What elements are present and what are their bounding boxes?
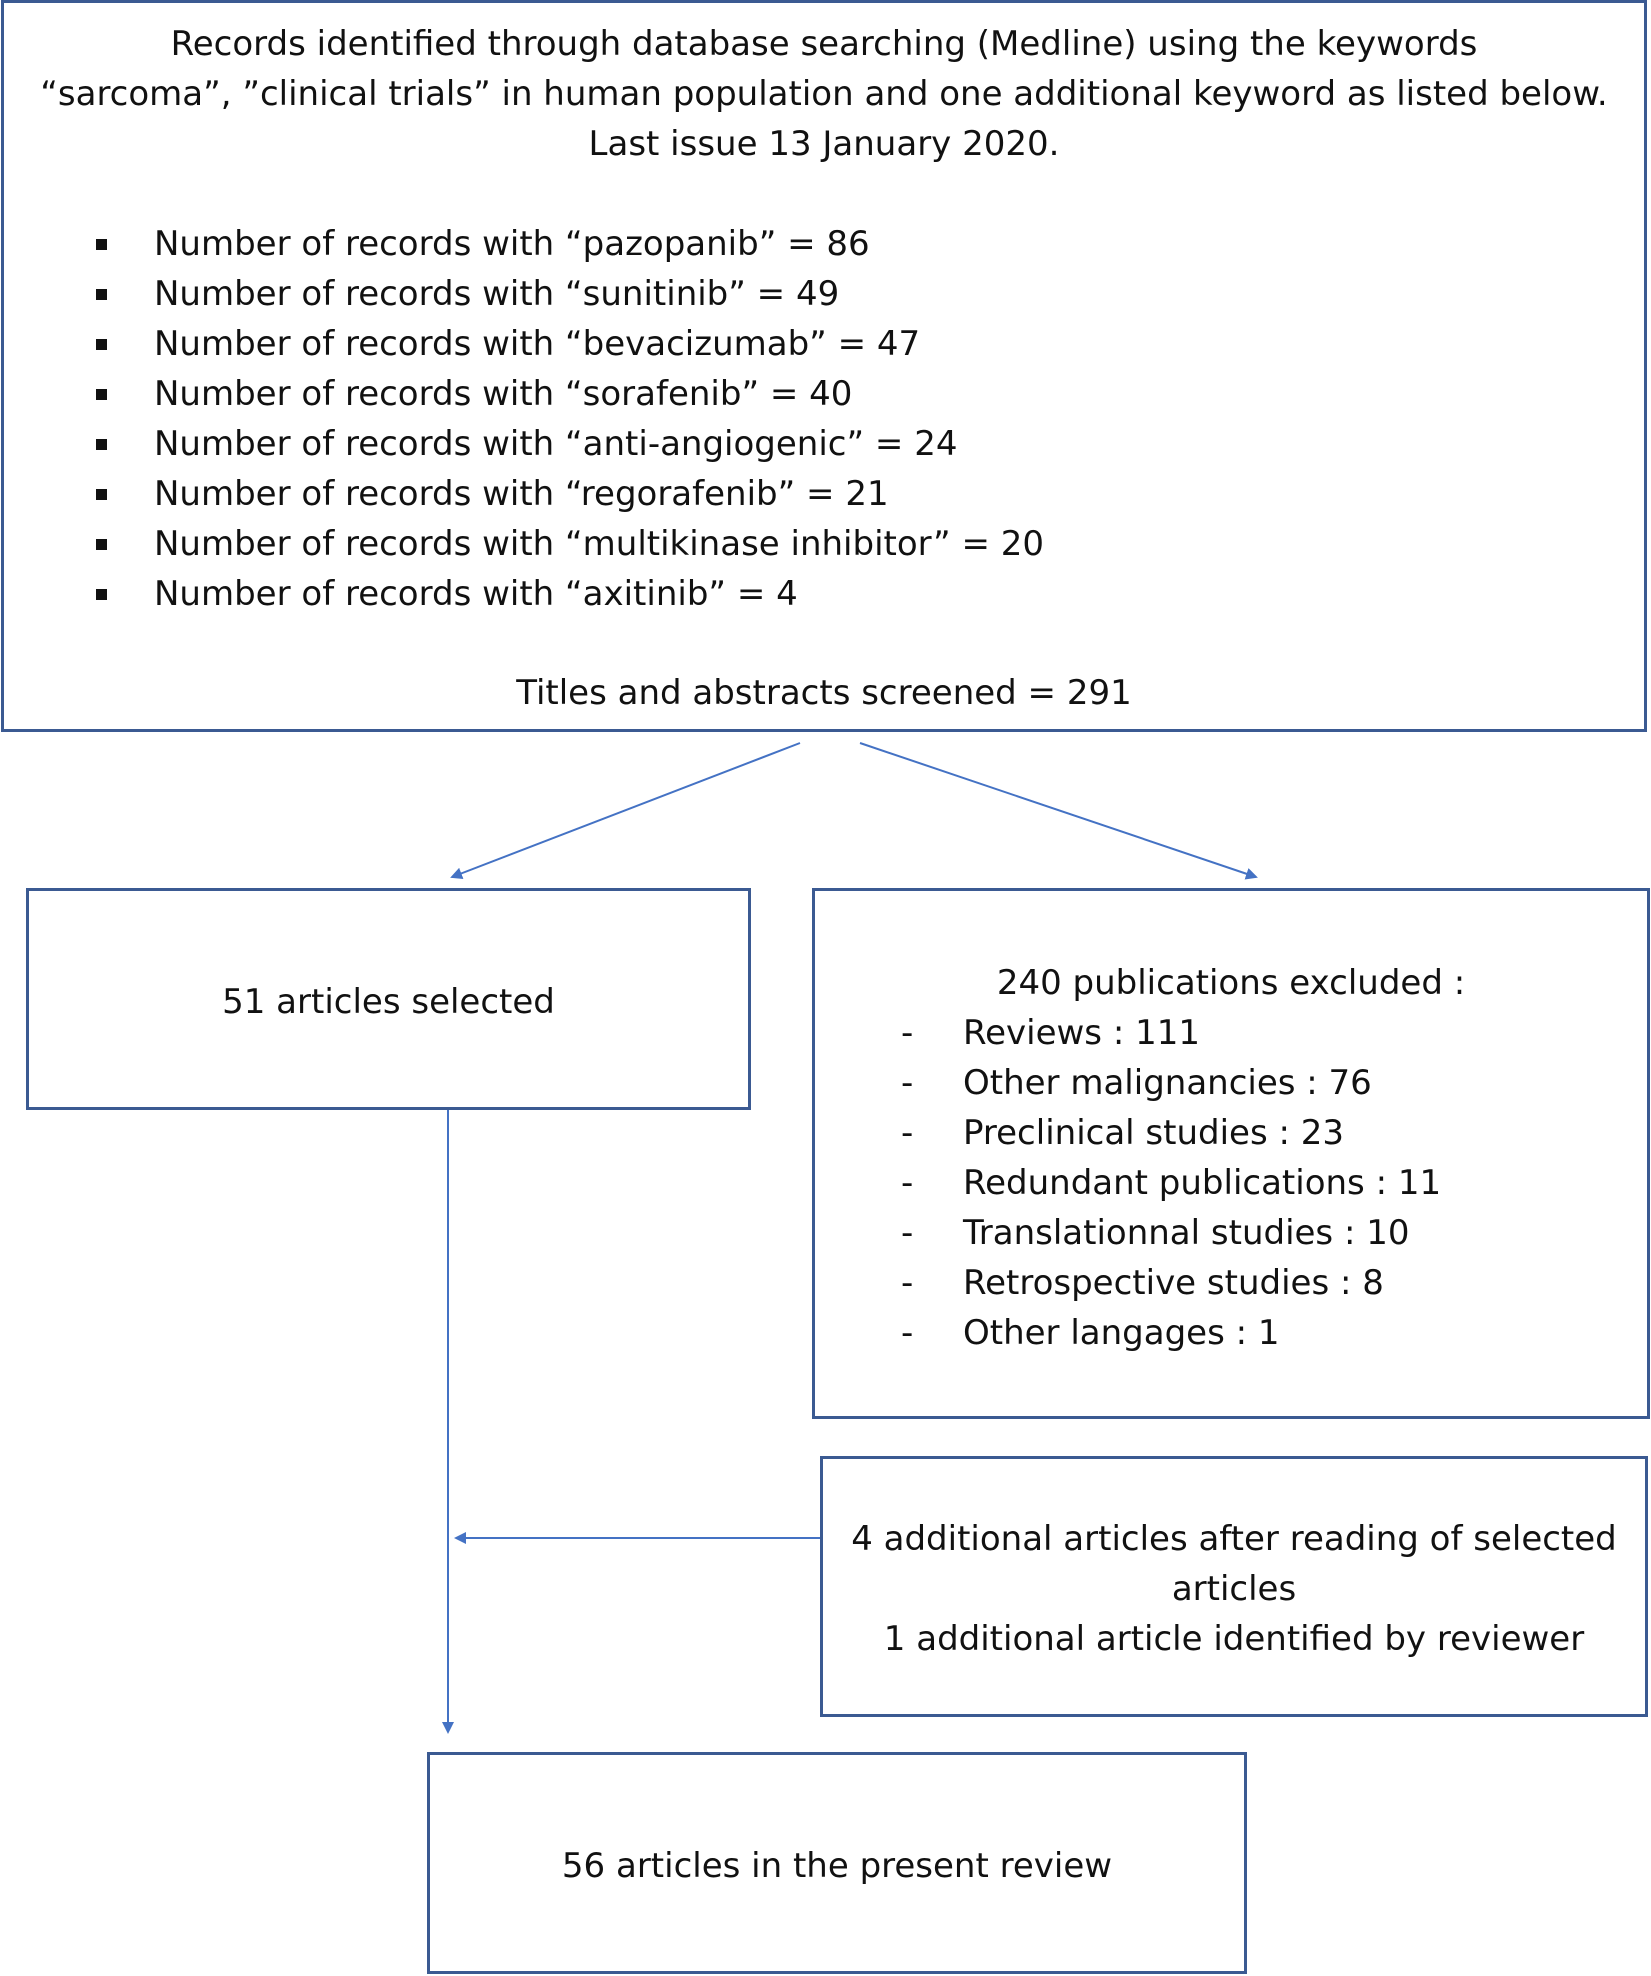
list-item: Number of records with “anti-angiogenic”…: [96, 419, 1044, 469]
list-item: - Other malignancies : 76: [901, 1058, 1441, 1108]
additional-articles-box: 4 additional articles after reading of s…: [820, 1456, 1648, 1717]
exclusion-reason: Redundant publications : 11: [963, 1163, 1442, 1203]
list-item: - Retrospective studies : 8: [901, 1258, 1441, 1308]
additional-line: articles: [1171, 1569, 1297, 1609]
list-item: Number of records with “axitinib” = 4: [96, 569, 1044, 619]
record-count: Number of records with “sorafenib” = 40: [154, 374, 853, 414]
list-item: - Reviews : 111: [901, 1008, 1441, 1058]
excluded-title: 240 publications excluded :: [996, 963, 1466, 1003]
square-bullet-icon: [96, 589, 107, 600]
square-bullet-icon: [96, 439, 107, 450]
square-bullet-icon: [96, 489, 107, 500]
record-count: Number of records with “pazopanib” = 86: [154, 224, 870, 264]
square-bullet-icon: [96, 289, 107, 300]
dash-bullet: -: [901, 1013, 914, 1053]
dash-bullet: -: [901, 1213, 914, 1253]
record-count: Number of records with “bevacizumab” = 4…: [154, 324, 921, 364]
exclusion-reason: Translationnal studies : 10: [963, 1213, 1410, 1253]
intro-line: Last issue 13 January 2020.: [588, 124, 1060, 164]
selected-label: 51 articles selected: [222, 982, 555, 1022]
record-count: Number of records with “axitinib” = 4: [154, 574, 798, 614]
final-label: 56 articles in the present review: [561, 1846, 1113, 1886]
dash-bullet: -: [901, 1063, 914, 1103]
search-description: Records identified through database sear…: [4, 19, 1644, 169]
exclusion-reasons-list: -Reviews : 111 -Other malignancies : 76 …: [901, 1008, 1441, 1358]
exclusion-reason: Preclinical studies : 23: [963, 1113, 1345, 1153]
list-item: Number of records with “multikinase inhi…: [96, 519, 1044, 569]
square-bullet-icon: [96, 539, 107, 550]
square-bullet-icon: [96, 389, 107, 400]
dash-bullet: -: [901, 1163, 914, 1203]
exclusion-reason: Other langages : 1: [963, 1313, 1280, 1353]
screened-total: Titles and abstracts screened = 291: [516, 673, 1132, 713]
articles-selected-box: 51 articles selected: [26, 888, 751, 1110]
list-item: - Translationnal studies : 10: [901, 1208, 1441, 1258]
list-item: Number of records with “sorafenib” = 40: [96, 369, 1044, 419]
additional-text: 4 additional articles after reading of s…: [843, 1514, 1625, 1664]
square-bullet-icon: [96, 239, 107, 250]
records-identified-box: Records identified through database sear…: [1, 0, 1647, 732]
record-count: Number of records with “regorafenib” = 2…: [154, 474, 889, 514]
final-review-box: 56 articles in the present review: [427, 1752, 1247, 1974]
exclusion-reason: Other malignancies : 76: [963, 1063, 1372, 1103]
dash-bullet: -: [901, 1263, 914, 1303]
record-count: Number of records with “anti-angiogenic”…: [154, 424, 958, 464]
record-count: Number of records with “sunitinib” = 49: [154, 274, 840, 314]
list-item: - Redundant publications : 11: [901, 1158, 1441, 1208]
additional-line: 1 additional article identified by revie…: [883, 1619, 1585, 1659]
dash-bullet: -: [901, 1113, 914, 1153]
intro-line: “sarcoma”, ”clinical trials” in human po…: [40, 74, 1608, 114]
list-item: Number of records with “pazopanib” = 86: [96, 219, 1044, 269]
dash-bullet: -: [901, 1313, 914, 1353]
list-item: Number of records with “bevacizumab” = 4…: [96, 319, 1044, 369]
arrow-to-selected: [450, 742, 801, 880]
exclusion-reason: Reviews : 111: [963, 1013, 1200, 1053]
records-list: Number of records with “pazopanib” = 86 …: [96, 219, 1044, 619]
intro-line: Records identified through database sear…: [170, 24, 1478, 64]
list-item: - Other langages : 1: [901, 1308, 1441, 1358]
list-item: Number of records with “regorafenib” = 2…: [96, 469, 1044, 519]
list-item: - Preclinical studies : 23: [901, 1108, 1441, 1158]
square-bullet-icon: [96, 339, 107, 350]
additional-line: 4 additional articles after reading of s…: [851, 1519, 1617, 1559]
list-item: Number of records with “sunitinib” = 49: [96, 269, 1044, 319]
record-count: Number of records with “multikinase inhi…: [154, 524, 1045, 564]
exclusion-reason: Retrospective studies : 8: [963, 1263, 1384, 1303]
arrow-to-excluded: [859, 742, 1258, 880]
publications-excluded-box: 240 publications excluded : - Reviews : 1…: [812, 888, 1650, 1419]
